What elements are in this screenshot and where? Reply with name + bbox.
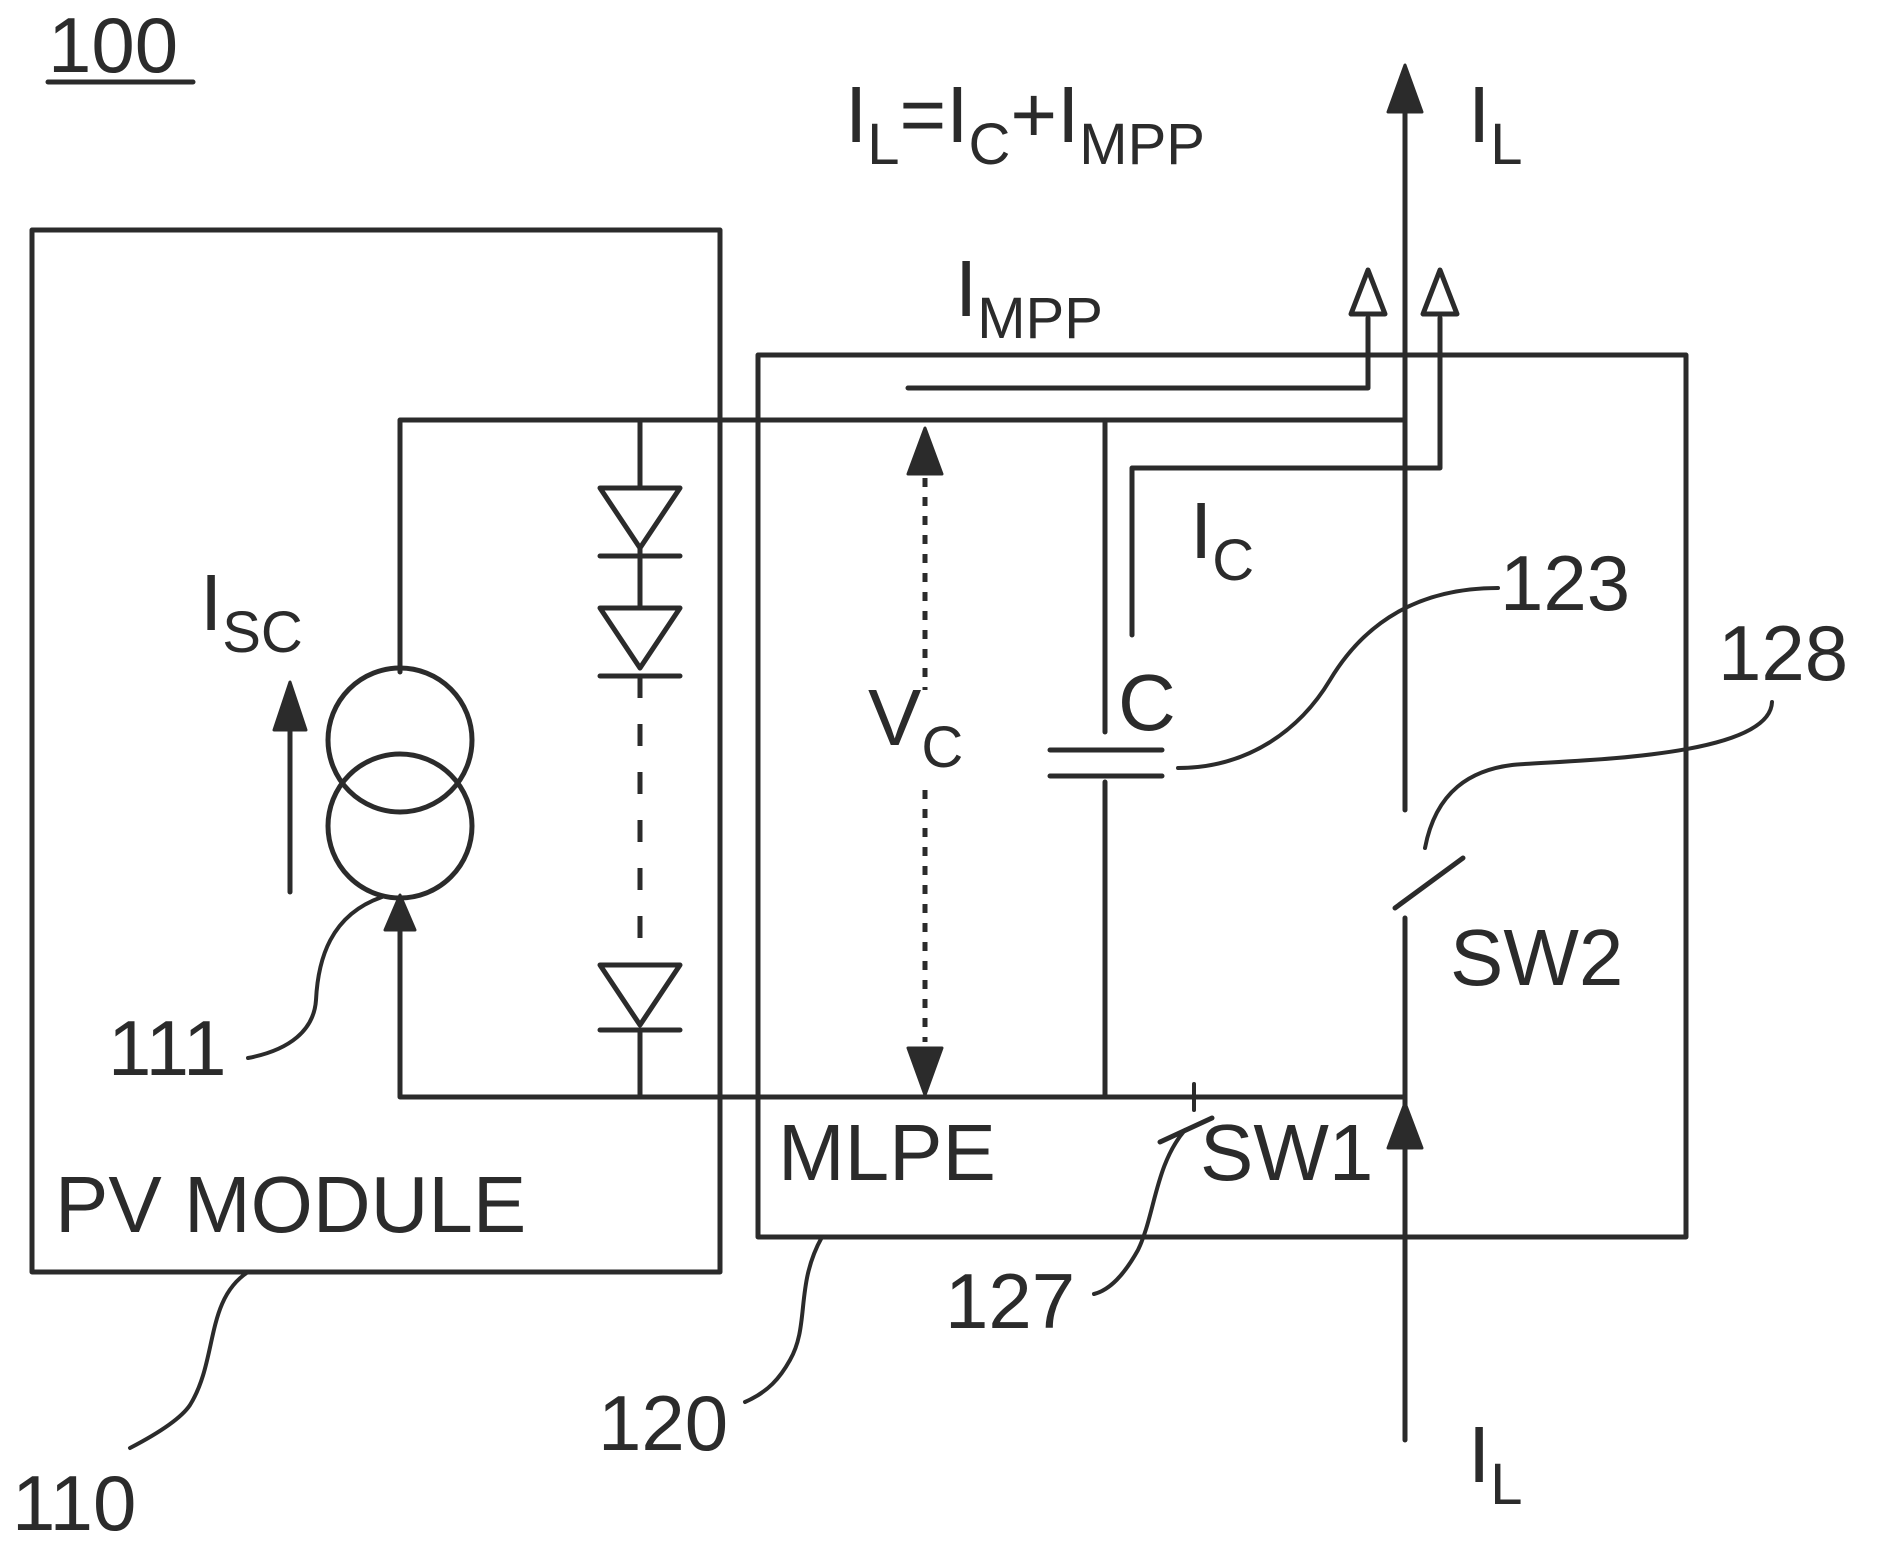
- capacitor-symbol: [1050, 750, 1162, 776]
- capacitor-label: C: [1118, 658, 1176, 747]
- sw2-label: SW2: [1450, 913, 1623, 1002]
- current-source-symbol: [328, 668, 472, 898]
- source-arrow-head: [385, 895, 415, 930]
- sw2-blade: [1395, 858, 1463, 908]
- il-in-label: IL: [1468, 1410, 1523, 1517]
- pv-module-block: [32, 230, 720, 1272]
- current-equation: IL=IC+IMPP: [845, 70, 1205, 177]
- isc-arrow-head: [274, 682, 306, 730]
- sw1-label: SW1: [1200, 1108, 1373, 1197]
- figure-number: 100: [48, 1, 178, 89]
- il-out-arrow-head: [1388, 65, 1422, 112]
- ref-123: 123: [1500, 539, 1630, 627]
- impp-label: IMPP: [955, 244, 1103, 351]
- impp-arrow-head: [1351, 270, 1385, 314]
- isc-label: ISC: [200, 558, 303, 665]
- ref-110: 110: [12, 1459, 136, 1545]
- ic-label: IC: [1190, 486, 1254, 593]
- ref-127: 127: [945, 1257, 1075, 1345]
- mlpe-label: MLPE: [778, 1108, 996, 1197]
- pv-module-label: PV MODULE: [55, 1160, 526, 1249]
- il-in-arrow-head: [1388, 1103, 1422, 1148]
- ref-120: 120: [598, 1379, 728, 1467]
- ic-arrow-head: [1423, 270, 1457, 314]
- bypass-diode-string: [600, 488, 680, 1082]
- vc-label: VC: [868, 673, 963, 780]
- ic-current-line: [1132, 318, 1440, 635]
- mlpe-block: [758, 355, 1686, 1237]
- il-out-label: IL: [1468, 70, 1523, 177]
- ref-111: 111: [108, 1004, 227, 1092]
- ref-128: 128: [1718, 609, 1848, 697]
